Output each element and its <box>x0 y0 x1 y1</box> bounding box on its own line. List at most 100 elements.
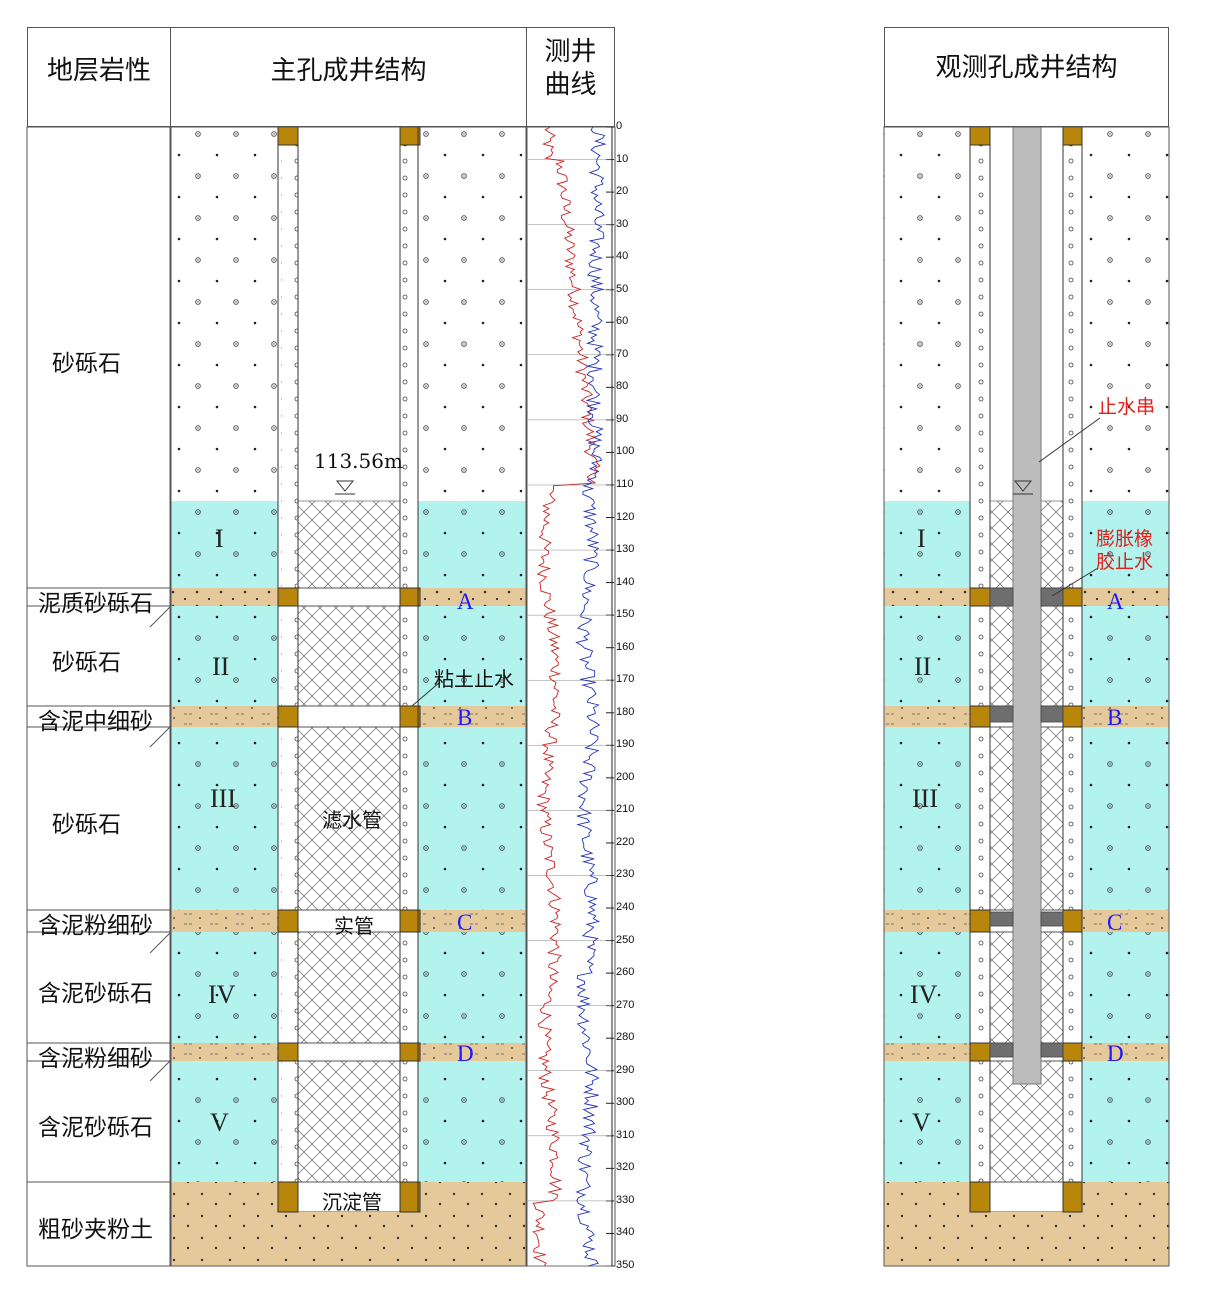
rubber-seal-label: 膨胀橡 胶止水 <box>1096 528 1154 573</box>
rubber-seal-left-1 <box>989 587 1014 607</box>
depth-tick-label: 310 <box>616 1128 635 1141</box>
obs-right-aquifer-texture <box>1082 932 1169 1043</box>
depth-tick-label: 0 <box>616 120 623 132</box>
main-left-aquifer-texture <box>170 606 278 706</box>
main-left-aquifer-texture <box>170 727 278 910</box>
obs-aquitard-label-d: D <box>1107 1041 1124 1066</box>
obs-right-aquifer-texture <box>1082 727 1169 910</box>
main-left-aquitard-texture <box>170 910 278 932</box>
main-clay-seal-3-2 <box>399 705 421 728</box>
main-right-aquifer-texture <box>418 1061 526 1182</box>
depth-tick-label: 170 <box>616 673 635 686</box>
aquifer-label-2: II <box>212 652 230 681</box>
obs-left-aquifer-texture <box>884 1061 970 1182</box>
depth-tick-label: 240 <box>616 901 635 914</box>
lithology-label: 粗砂夹粉土 <box>38 1216 153 1243</box>
lithology-label: 砂砾石 <box>52 351 121 377</box>
clay-seal-leader <box>411 681 441 707</box>
obs-clay-seal-3-1 <box>969 705 991 728</box>
obs-gravel-pack-right <box>1063 145 1080 1182</box>
obs-gravel-pack-left <box>973 145 990 1182</box>
obs-bottom-texture <box>884 1212 1169 1266</box>
main-clay-seal-5-1 <box>277 1042 299 1062</box>
seal-string-label: 止水串 <box>1098 396 1156 418</box>
depth-tick-label: 130 <box>616 543 635 556</box>
depth-tick-label: 100 <box>616 445 635 458</box>
depth-tick-label: 110 <box>616 477 634 490</box>
main-clay-seal-1-2 <box>399 126 421 146</box>
depth-tick-label: 270 <box>616 998 635 1011</box>
obs-left-aquitard-texture <box>884 1043 970 1061</box>
obs-right-aquitard-texture <box>1082 588 1169 606</box>
column-border-1 <box>26 126 172 1267</box>
aquifer-label-3: III <box>210 784 236 813</box>
obs-clay-seal-5-2 <box>1062 1042 1083 1062</box>
obs-left-gravel-texture <box>884 127 970 501</box>
rubber-seal-right-1 <box>1040 587 1064 607</box>
rubber-seal-right-4 <box>1040 1042 1064 1058</box>
obs-left-aquitard-texture <box>884 910 970 932</box>
depth-tick-label: 320 <box>616 1161 635 1174</box>
main-right-aquitard-texture <box>418 706 526 727</box>
depth-tick-label: 20 <box>616 185 629 198</box>
obs-left-aquifer-texture <box>884 501 970 588</box>
header-main-well: 主孔成井结构 <box>270 56 427 86</box>
depth-tick-label: 220 <box>616 835 635 848</box>
obs-clay-seal-3-2 <box>1062 705 1083 728</box>
main-water-level-icon <box>335 480 355 492</box>
lithology-label: 含泥粉细砂 <box>38 913 153 939</box>
depth-tick-label: 60 <box>616 315 629 328</box>
depth-tick-label: 50 <box>616 282 629 295</box>
main-clay-seal-3-1 <box>277 705 299 728</box>
depth-tick-label: 80 <box>616 380 629 393</box>
obs-left-aquitard-texture <box>884 706 970 727</box>
header-lithology: 地层岩性 <box>46 56 151 86</box>
aquifer-label-1: I <box>215 524 224 553</box>
obs-water-level-icon <box>1013 480 1033 492</box>
obs-clay-seal-2-2 <box>1062 587 1083 607</box>
depth-tick-label: 190 <box>616 738 635 751</box>
rubber-seal-left-4 <box>989 1042 1014 1058</box>
depth-tick-label: 70 <box>616 347 629 360</box>
main-clay-seal-2-2 <box>399 587 421 607</box>
main-blank-pipe-1 <box>297 587 401 607</box>
depth-tick-label: 260 <box>616 966 635 979</box>
main-screen-5 <box>297 1060 401 1183</box>
depth-tick-label: 150 <box>616 608 635 621</box>
clay-seal-label: 粘土止水 <box>434 667 514 691</box>
main-blank-pipe-4 <box>297 1042 401 1062</box>
depth-tick-label: 300 <box>616 1096 635 1109</box>
main-left-aquitard-texture <box>170 1043 278 1061</box>
rubber-seal-left-2 <box>989 705 1014 723</box>
filter-pipe-label: 滤水管 <box>322 808 382 832</box>
aquitard-label-b: B <box>457 705 473 730</box>
obs-right-aquifer-texture <box>1082 501 1169 588</box>
header-cell-obs-well <box>884 27 1169 127</box>
column-border-4 <box>883 126 1170 1267</box>
lithology-leader-4 <box>149 1060 171 1082</box>
obs-right-aquifer-texture <box>1082 606 1169 706</box>
rubber-seal-right-2 <box>1040 705 1064 723</box>
obs-right-aquitard-texture <box>1082 706 1169 727</box>
obs-aquifer-label-5: V <box>912 1108 931 1137</box>
lithology-label: 含泥砂砾石 <box>38 980 153 1007</box>
depth-tick-label: 280 <box>616 1031 635 1044</box>
main-gravel-pack-left <box>281 145 298 1182</box>
obs-blank-pipe-5 <box>989 1181 1064 1213</box>
depth-tick-label: 290 <box>616 1063 635 1076</box>
column-border-3 <box>525 126 616 1267</box>
header-obs-well: 观测孔成井结构 <box>935 53 1118 83</box>
obs-clay-seal-6-2 <box>1062 1181 1083 1213</box>
rubber-seal-leader <box>1051 567 1099 597</box>
lithology-leader-3 <box>149 932 171 954</box>
obs-right-aquifer-texture <box>1082 1061 1169 1182</box>
obs-clay-seal-4-2 <box>1062 909 1083 933</box>
main-right-aquifer-texture <box>418 501 526 588</box>
depth-tick-label: 30 <box>616 217 629 230</box>
main-left-aquifer-texture <box>170 501 278 588</box>
main-left-aquifer-texture <box>170 932 278 1043</box>
main-screen-2 <box>297 605 401 707</box>
main-screen-4 <box>297 931 401 1044</box>
main-bottom-texture <box>170 1212 526 1266</box>
main-left-aquitard-texture <box>170 706 278 727</box>
